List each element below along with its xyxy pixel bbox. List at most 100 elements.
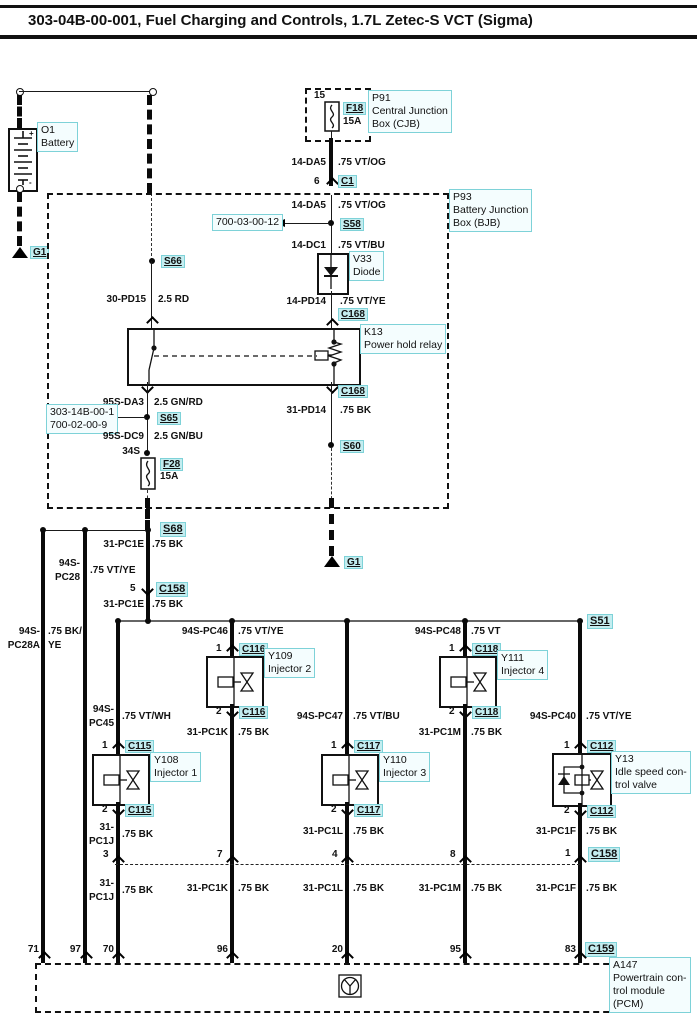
- wire-spec: .75 VT: [471, 626, 501, 637]
- fuse-f28-tag[interactable]: F28: [160, 458, 184, 471]
- wire-31pc1e: [146, 530, 150, 622]
- relay-box: [127, 328, 361, 386]
- wire-code: 31-PC1E: [103, 599, 144, 610]
- terminal-dot: [149, 88, 157, 96]
- wire-feed: [345, 622, 349, 754]
- conn-tag[interactable]: C112: [587, 740, 617, 753]
- wire-spec: .75 BK: [238, 727, 270, 738]
- wire-code: 94S-PC48: [414, 626, 461, 637]
- header-rule-bottom: [0, 35, 697, 39]
- splice-s60[interactable]: S60: [340, 440, 364, 453]
- splice-s68[interactable]: S68: [160, 522, 186, 537]
- wire-code: 31-PC1K: [186, 883, 228, 894]
- ref-arrow-line: [108, 417, 146, 418]
- wire-spec: .75 VT/OG: [338, 200, 386, 211]
- conn-tag[interactable]: C117: [354, 804, 384, 817]
- pin: 1: [564, 740, 570, 751]
- connector-arrow: [459, 644, 472, 657]
- ref-arrow-line: [284, 223, 330, 224]
- injector3-label[interactable]: Y110 Injector 3: [379, 752, 431, 782]
- injector4-label[interactable]: Y111 Injector 4: [497, 650, 549, 680]
- junction-dot: [115, 618, 121, 624]
- connector-arrow: [341, 855, 354, 868]
- pin: 2: [216, 706, 222, 717]
- cjb-label[interactable]: P91 Central Junction Box (CJB): [368, 90, 452, 133]
- injector-icon: [332, 756, 370, 804]
- c159-tag[interactable]: C159: [585, 942, 618, 957]
- splice-s65[interactable]: S65: [157, 412, 181, 425]
- battery-icon: + -: [14, 130, 34, 186]
- wire-to-s68: [145, 498, 150, 530]
- fuse-f18-amp: 15A: [343, 116, 362, 127]
- conn-tag[interactable]: C115: [125, 804, 155, 817]
- c158-bottom-tag[interactable]: C158: [588, 847, 621, 862]
- pcm-label[interactable]: A147 Powertrain con- trol module (PCM): [609, 957, 691, 1013]
- relay-id: K13: [364, 326, 383, 338]
- junction-dot: [144, 450, 150, 456]
- conn-tag[interactable]: C115: [125, 740, 155, 753]
- connector-arrow: [341, 951, 354, 964]
- ref-box-1[interactable]: 700-03-00-12: [212, 214, 284, 231]
- conn-tag[interactable]: C117: [354, 740, 384, 753]
- c1-tag[interactable]: C1: [338, 175, 357, 188]
- wire-return: [463, 704, 467, 963]
- connector-arrow: [574, 741, 587, 754]
- isc-valve-icon: [558, 755, 605, 805]
- battery-label[interactable]: O1 Battery: [37, 122, 79, 152]
- wire-code: 94S-PC47: [296, 711, 343, 722]
- battery-name: Battery: [41, 137, 75, 149]
- battery-id: O1: [41, 124, 56, 136]
- component-name: Injector 4: [501, 665, 545, 677]
- wire-feed: [230, 622, 234, 656]
- cjb-name1: Central Junction: [372, 105, 448, 117]
- wire-return: [116, 802, 120, 963]
- cjb-name2: Box (CJB): [372, 118, 420, 130]
- injector2-box: [206, 656, 264, 708]
- c158-pin: 8: [450, 849, 456, 860]
- splice-s58[interactable]: S58: [340, 218, 364, 231]
- wire-30pd15: [151, 261, 152, 328]
- wire-top-horizontal: [19, 91, 151, 92]
- junction-dot: [344, 618, 350, 624]
- conn-tag[interactable]: C118: [472, 706, 502, 719]
- wire-spec: .75 BK: [340, 405, 372, 416]
- ref-box-2[interactable]: 303-14B-00-1 700-02-00-9: [46, 404, 119, 434]
- isc-valve-label[interactable]: Y13 Idle speed con- trol valve: [611, 751, 691, 794]
- connector-arrow: [574, 855, 587, 868]
- connector-arrow: [341, 741, 354, 754]
- wire-spec: .75 VT/BU: [338, 240, 385, 251]
- fuse-f28: [140, 457, 156, 490]
- pcm-pin: 95: [449, 944, 461, 955]
- c158-mid-tag[interactable]: C158: [156, 582, 189, 597]
- pin: 2: [102, 804, 108, 815]
- splice-s51[interactable]: S51: [587, 614, 613, 629]
- pcm-name-l3: (PCM): [613, 998, 644, 1010]
- wire-code: 95S-DA3: [102, 397, 144, 408]
- ground-tag-left[interactable]: G1: [30, 246, 50, 259]
- wire-spec: .75 BK: [122, 885, 154, 896]
- conn-tag[interactable]: C112: [587, 805, 617, 818]
- splice-s66[interactable]: S66: [161, 255, 185, 268]
- wire-stub: [331, 131, 332, 139]
- diode-label[interactable]: V33 Diode: [349, 251, 385, 281]
- component-name: Injector 1: [154, 767, 198, 779]
- injector1-label[interactable]: Y108 Injector 1: [150, 752, 202, 782]
- isc-valve-box: [552, 753, 612, 807]
- svg-text:+: +: [29, 130, 34, 138]
- ground-tag-bjb[interactable]: G1: [344, 556, 364, 569]
- injector-icon: [217, 658, 255, 706]
- conn-tag[interactable]: C118: [472, 643, 502, 656]
- wire-code: 31-PD14: [286, 405, 326, 416]
- bjb-label[interactable]: P93 Battery Junction Box (BJB): [449, 189, 533, 232]
- wire-spec: .75 BK: [152, 599, 184, 610]
- pin: 2: [564, 805, 570, 816]
- injector4-box: [439, 656, 497, 708]
- wire-feed: [463, 622, 467, 656]
- injector2-label[interactable]: Y109 Injector 2: [264, 648, 316, 678]
- relay-label[interactable]: K13 Power hold relay: [360, 324, 447, 354]
- conn-tag[interactable]: C116: [239, 706, 269, 719]
- relay-conn-bot[interactable]: C168: [338, 385, 368, 398]
- relay-conn-top[interactable]: C168: [338, 308, 368, 321]
- injector3-box: [321, 754, 379, 806]
- fuse-f18-tag[interactable]: F18: [343, 102, 367, 115]
